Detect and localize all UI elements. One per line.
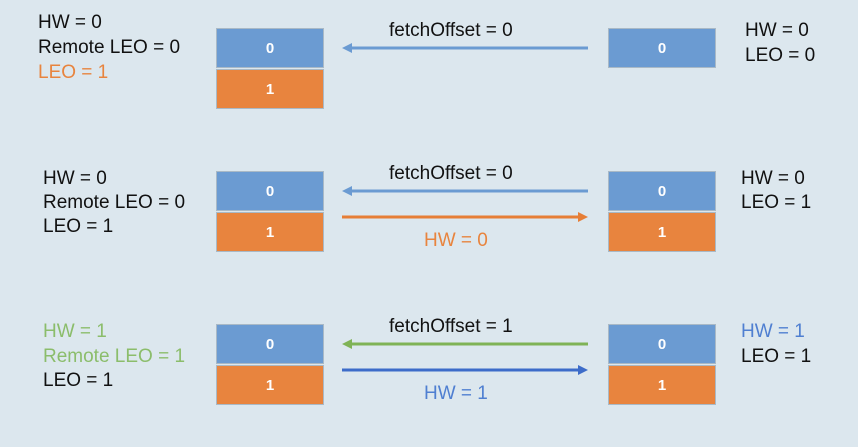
row1-follower-hw: HW = 0 (745, 20, 809, 41)
row2-leader-remote-leo: Remote LEO = 0 (43, 192, 186, 213)
row1-follower-leo: LEO = 0 (745, 45, 816, 66)
row3-follower-block-0: 0 (608, 324, 716, 364)
row3-leader-block-0: 0 (216, 324, 324, 364)
row3-leader-block-1: 1 (216, 365, 324, 405)
row3-leader-leo: LEO = 1 (43, 370, 114, 391)
row2-leader-block-0: 0 (216, 171, 324, 211)
row1-leader-block-1: 1 (216, 69, 324, 109)
row2-leader-hw: HW = 0 (43, 168, 107, 189)
row3-leader-remote-leo: Remote LEO = 1 (43, 346, 186, 367)
row3-follower-hw: HW = 1 (741, 321, 805, 342)
row3-follower-leo: LEO = 1 (741, 346, 812, 367)
row3-follower-block-1: 1 (608, 365, 716, 405)
row1-follower-block-0: 0 (608, 28, 716, 68)
row1-leader-block-0: 0 (216, 28, 324, 68)
row2-follower-block-1: 1 (608, 212, 716, 252)
row2-follower-leo: LEO = 1 (741, 192, 812, 213)
row2-fetch-label: fetchOffset = 0 (389, 163, 513, 184)
row3-response-label: HW = 1 (424, 383, 488, 404)
row2-leader-leo: LEO = 1 (43, 216, 114, 237)
row1-fetch-label: fetchOffset = 0 (389, 20, 513, 41)
row1-leader-hw: HW = 0 (38, 12, 102, 33)
row2-response-label: HW = 0 (424, 230, 488, 251)
row1-leader-remote-leo: Remote LEO = 0 (38, 37, 181, 58)
row2-leader-block-1: 1 (216, 212, 324, 252)
row3-leader-hw: HW = 1 (43, 321, 107, 342)
row2-follower-block-0: 0 (608, 171, 716, 211)
row1-leader-leo: LEO = 1 (38, 62, 109, 83)
row3-fetch-label: fetchOffset = 1 (389, 316, 513, 337)
row2-follower-hw: HW = 0 (741, 168, 805, 189)
